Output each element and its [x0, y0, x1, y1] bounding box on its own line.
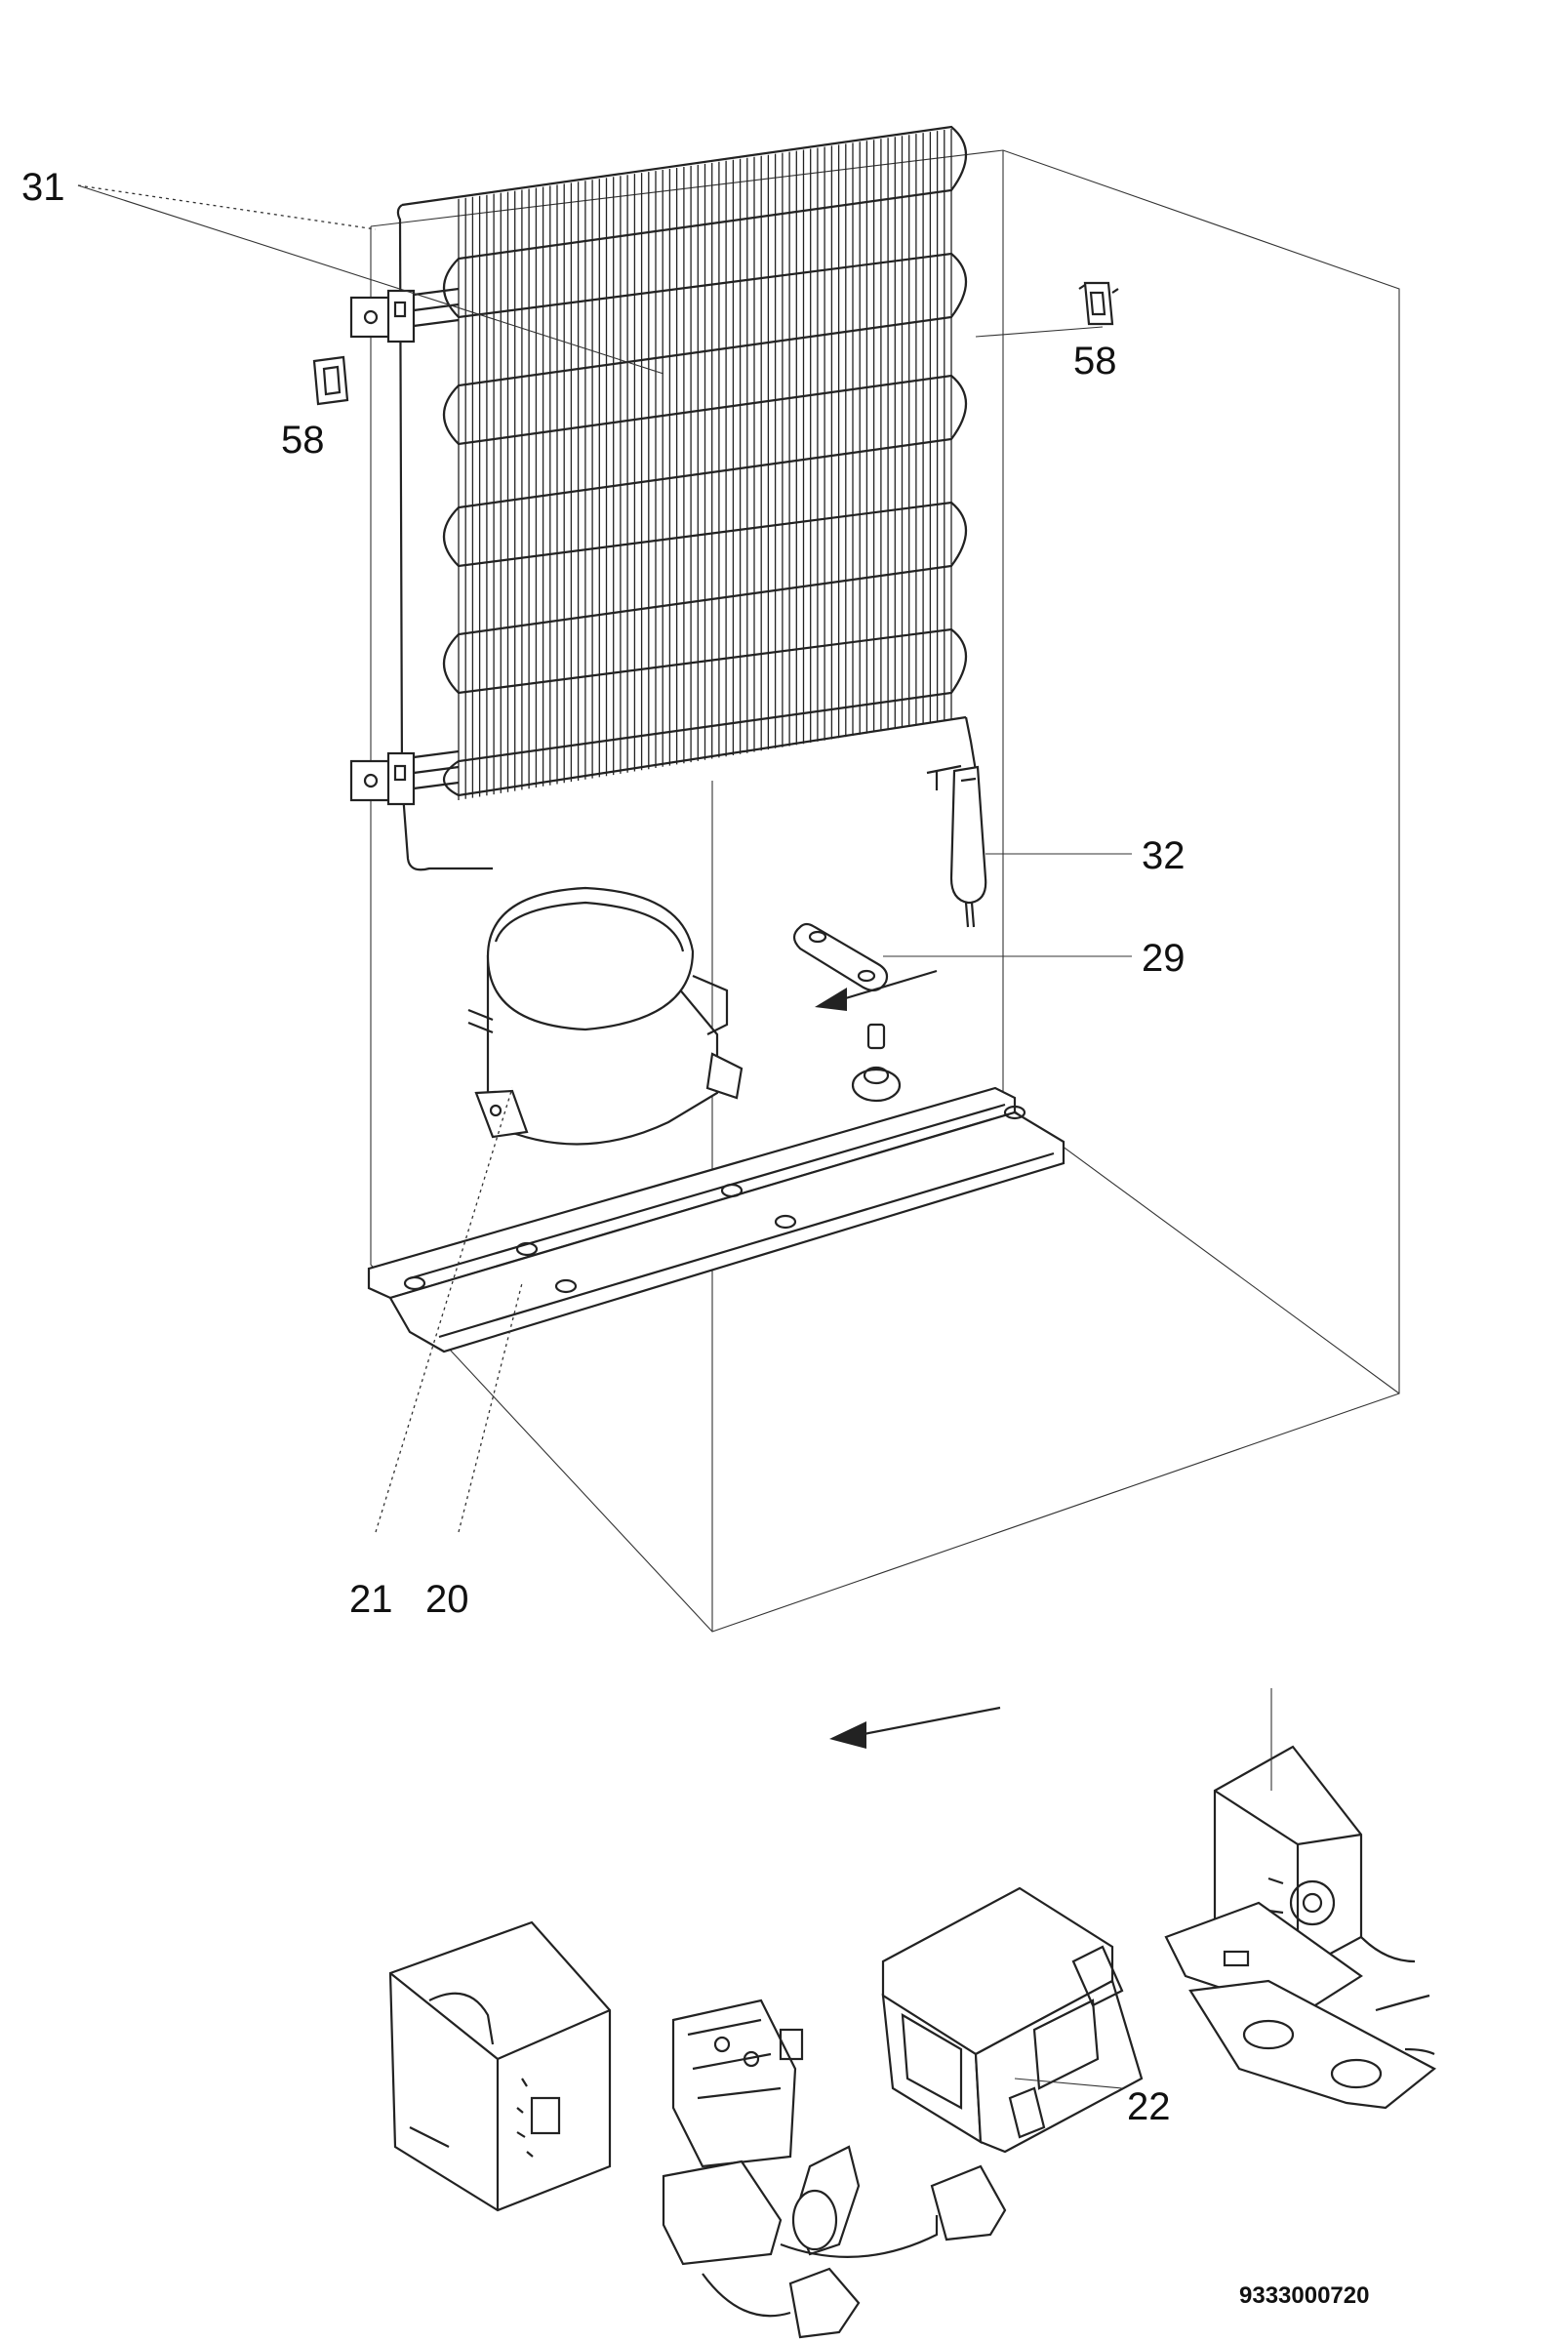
coil-bracket-bottom — [349, 749, 460, 806]
starter-cover — [388, 1920, 612, 2212]
clip-58-left — [312, 355, 349, 406]
plate-29 — [792, 922, 889, 992]
callout-20: 20 — [425, 1578, 469, 1621]
drawing-code: 9333000720 — [1239, 2282, 1369, 2309]
base-rail — [367, 1086, 1065, 1353]
callout-32: 32 — [1142, 834, 1186, 877]
callout-58-left: 58 — [281, 419, 325, 462]
callout-58-right: 58 — [1073, 340, 1117, 383]
coil-bracket-top — [349, 287, 460, 343]
cabinet-outline — [370, 149, 1400, 1633]
starter-relay-22 — [881, 1886, 1144, 2154]
callout-21: 21 — [349, 1578, 393, 1621]
relay-assembly — [662, 1999, 1007, 2339]
callout-31: 31 — [21, 166, 65, 209]
compressor — [467, 886, 744, 1146]
direction-arrow-upper — [815, 969, 938, 1011]
direction-arrow-lower — [829, 1706, 1001, 1749]
dryer-filter — [926, 764, 987, 928]
callout-22: 22 — [1127, 2085, 1171, 2128]
callout-29: 29 — [1142, 937, 1186, 980]
leader-lines — [77, 184, 1272, 2089]
rubber-mount — [851, 1023, 902, 1103]
mounting-bracket — [1164, 1745, 1436, 2110]
condenser-fins — [458, 129, 952, 800]
condenser-coil — [349, 125, 978, 871]
clip-58-right — [1078, 281, 1119, 326]
